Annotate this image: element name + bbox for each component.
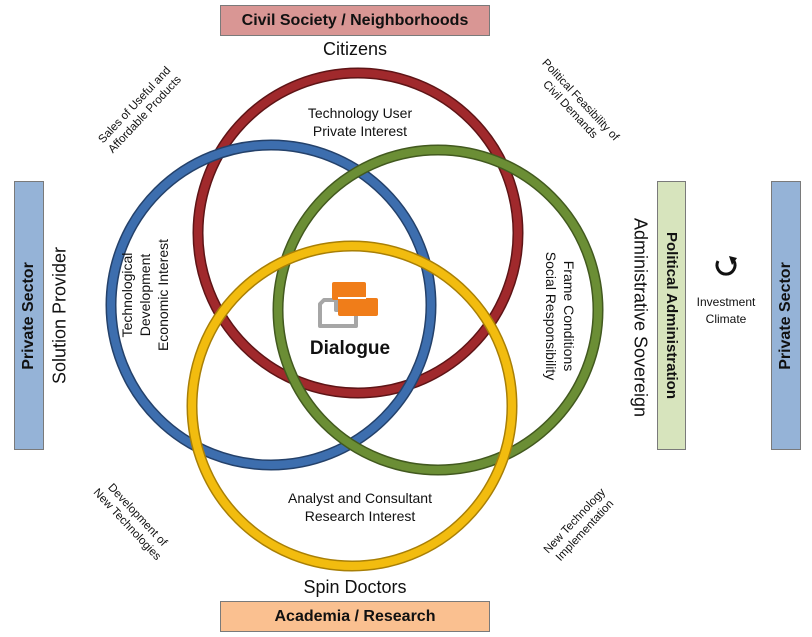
dialogue-logo-icon (316, 276, 382, 330)
role-spin-doctors: Spin Doctors (303, 577, 407, 597)
private-sector-right-box: Private Sector (771, 181, 801, 450)
academia-label: Academia / Research (274, 607, 436, 625)
role-citizens: Citizens (322, 39, 388, 59)
academia-box: Academia / Research (220, 601, 490, 632)
political-administration-box: Political Administration (657, 181, 686, 450)
civil-society-box: Civil Society / Neighborhoods (220, 5, 490, 36)
cycle-arrow-icon (706, 252, 746, 282)
civil-society-label: Civil Society / Neighborhoods (241, 11, 469, 29)
dialogue-label: Dialogue (309, 338, 391, 359)
investment-climate-label: Investment Climate (696, 295, 756, 326)
private-sector-left-box: Private Sector (14, 181, 44, 450)
ring-yellow-text: Analyst and Consultant Research Interest (288, 490, 432, 524)
ring-red-text: Technology User Private Interest (307, 105, 413, 139)
